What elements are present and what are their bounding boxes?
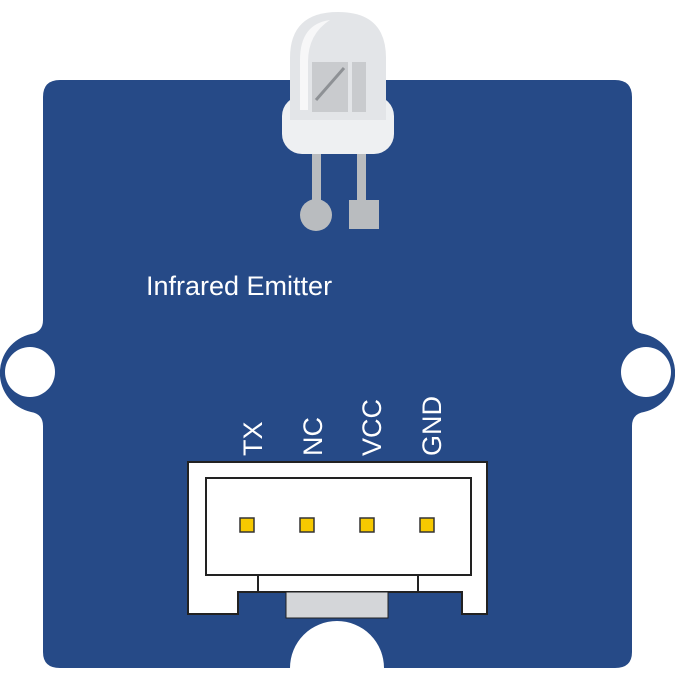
pcb-board	[0, 80, 675, 668]
pin-label-tx: TX	[238, 421, 268, 456]
pin-label-gnd: GND	[417, 396, 447, 456]
led-lead-right	[357, 150, 366, 202]
led-pad-square	[349, 200, 379, 229]
mounting-hole-right	[621, 347, 671, 397]
led-pad-round	[300, 199, 332, 231]
pin-pad-nc	[299, 517, 315, 533]
pin-pad-vcc	[359, 517, 375, 533]
grove-connector	[187, 461, 488, 619]
pin-pad-gnd	[419, 517, 435, 533]
led-dome-highlight	[300, 20, 330, 110]
module-title: Infrared Emitter	[146, 271, 332, 301]
pin-pad-tx	[239, 517, 255, 533]
pin-label-nc: NC	[298, 417, 328, 456]
led-die-line	[314, 67, 346, 101]
pin-label-vcc: VCC	[357, 399, 387, 456]
led-lead-left	[312, 150, 321, 212]
connector-latch	[285, 591, 389, 619]
led-post	[352, 62, 366, 112]
mounting-hole-left	[5, 347, 55, 397]
ir-led	[282, 12, 394, 231]
